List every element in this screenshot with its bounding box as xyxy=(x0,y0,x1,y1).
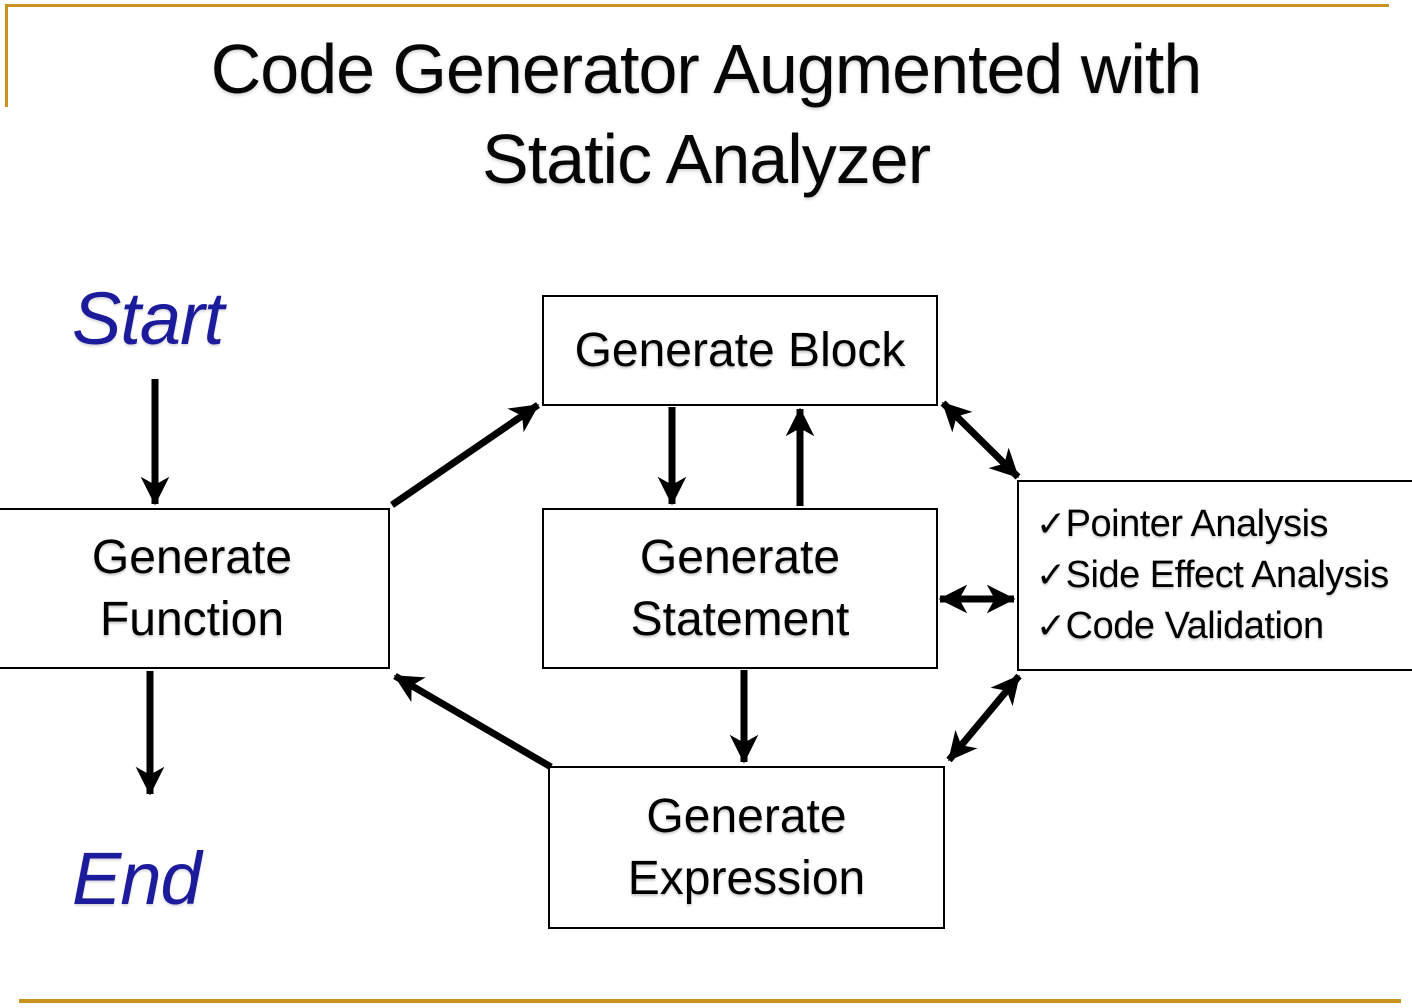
title-line-1: Code Generator Augmented with xyxy=(210,30,1203,108)
accent-left-line xyxy=(5,4,8,107)
checklist-item: ✓Code Validation xyxy=(1036,601,1412,652)
accent-top-line xyxy=(5,4,1389,7)
checkmark-icon: ✓ xyxy=(1036,606,1066,647)
node-label-line: Generate xyxy=(646,789,847,843)
node-label-line: Expression xyxy=(627,851,866,905)
checklist-item-label: Pointer Analysis xyxy=(1065,503,1329,545)
checkmark-icon: ✓ xyxy=(1036,555,1066,596)
checklist-item-label: Code Validation xyxy=(1065,605,1324,647)
checklist-item: ✓Side Effect Analysis xyxy=(1036,550,1412,601)
end-label: End xyxy=(72,837,202,920)
node-label-line: Generate Block xyxy=(574,323,906,377)
node-generate-block: Generate Block xyxy=(542,295,938,406)
node-label-line: Generate xyxy=(91,530,293,584)
checklist-item: ✓Pointer Analysis xyxy=(1036,499,1412,550)
edge-function-to-block xyxy=(390,402,540,508)
node-generate-statement: Generate Statement xyxy=(542,508,938,669)
node-generate-function: Generate Function xyxy=(0,508,390,669)
edge-expression-analysis-bidirectional xyxy=(946,673,1022,763)
checklist-item-label: Side Effect Analysis xyxy=(1065,554,1390,596)
node-label-line: Function xyxy=(99,592,285,646)
node-generate-expression: Generate Expression xyxy=(548,766,945,929)
node-label-line: Generate xyxy=(639,530,841,584)
checkmark-icon: ✓ xyxy=(1036,504,1066,545)
edge-block-analysis-bidirectional xyxy=(940,400,1021,480)
start-label: Start xyxy=(72,277,224,360)
title-line-2: Static Analyzer xyxy=(482,120,931,198)
edge-expression-to-function xyxy=(393,672,553,771)
slide-title: Code Generator Augmented with Static Ana… xyxy=(0,24,1412,204)
node-label-line: Statement xyxy=(630,592,850,646)
analysis-panel: ✓Pointer Analysis ✓Side Effect Analysis … xyxy=(1017,480,1412,671)
accent-bottom-line xyxy=(19,999,1401,1003)
